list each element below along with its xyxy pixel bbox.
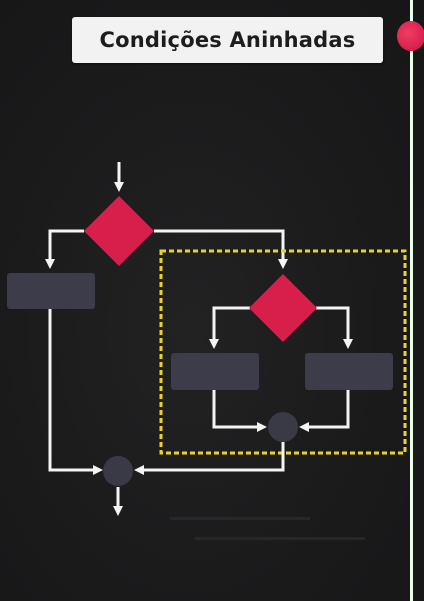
outer-else-process-box [7, 273, 95, 309]
inner-left-to-merge-arrow [212, 390, 267, 432]
inner-false-process-box [305, 353, 393, 390]
inner-true-branch-arrow [209, 306, 250, 349]
inner-false-branch-arrow [316, 306, 353, 349]
ghost-artifact [170, 517, 310, 520]
inner-merge-node [268, 412, 298, 442]
outer-false-branch-arrow [45, 229, 84, 269]
inner-decision-diamond [249, 274, 317, 342]
outer-merge-node [103, 456, 133, 486]
outer-decision-diamond [84, 196, 154, 266]
timeline-marker[interactable] [397, 21, 424, 51]
ghost-artifact [195, 537, 365, 540]
outer-true-branch-arrow [154, 229, 288, 269]
else-to-outer-merge-arrow [48, 309, 103, 475]
title-card: Condições Aninhadas [72, 17, 383, 63]
inner-right-to-merge-arrow [299, 390, 350, 432]
timeline-track [410, 0, 413, 601]
inner-true-process-box [171, 353, 259, 390]
slide-title: Condições Aninhadas [99, 28, 356, 52]
inner-merge-to-outer-merge-arrow [134, 442, 285, 475]
